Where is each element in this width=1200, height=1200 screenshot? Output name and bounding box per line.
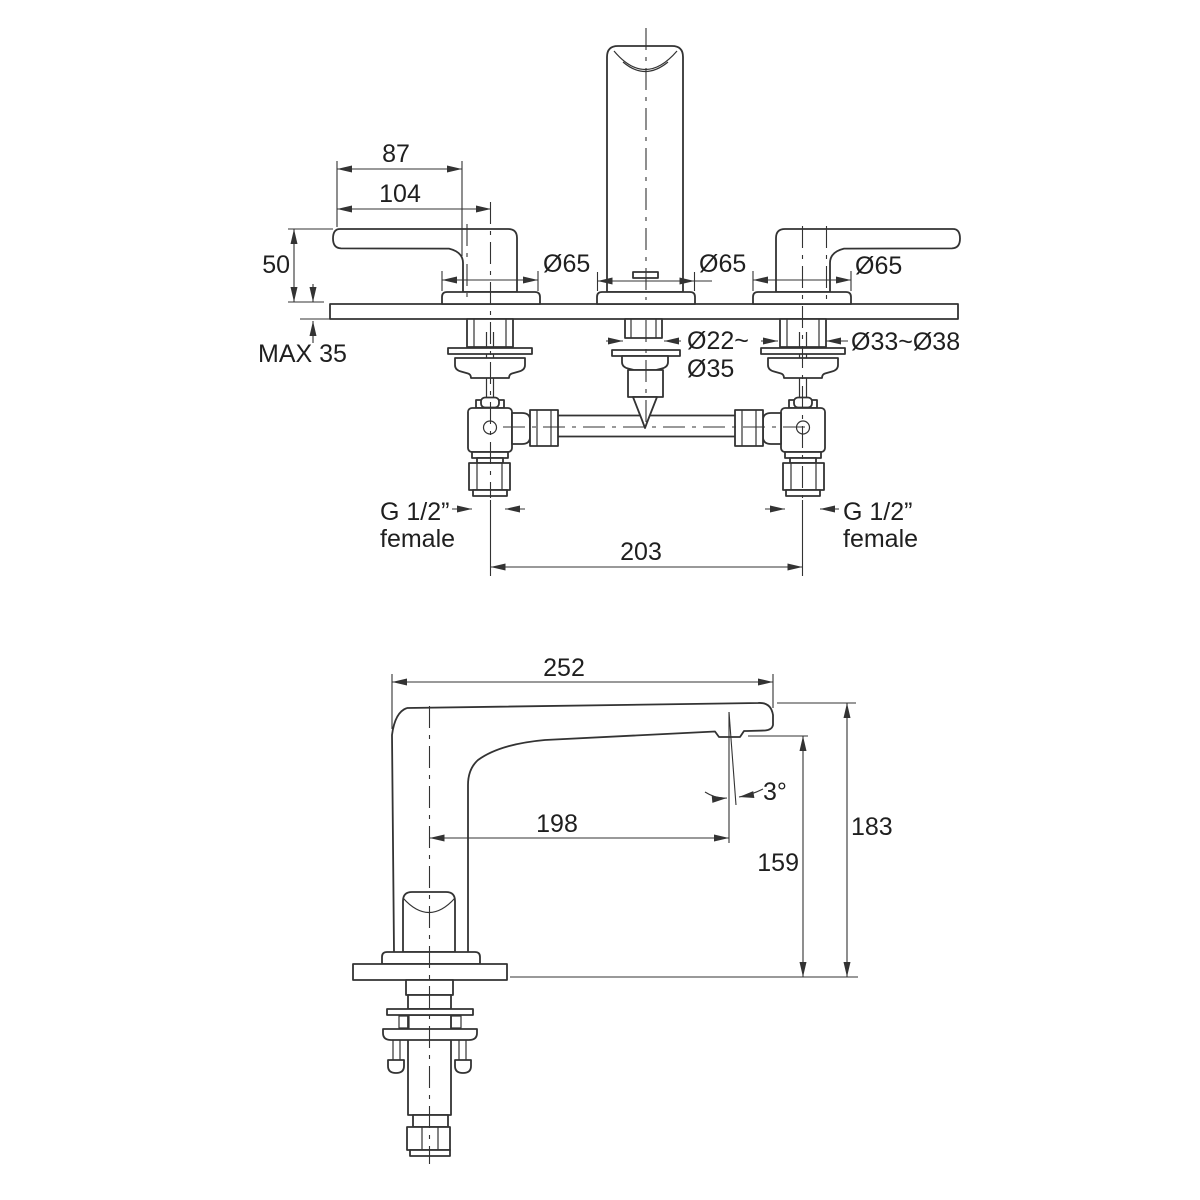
hole-center-label-1: Ø22~ xyxy=(687,327,749,355)
dim-203-label: 203 xyxy=(620,538,662,566)
dim-104-label: 104 xyxy=(379,180,421,208)
dia-left-label: Ø65 xyxy=(543,250,590,278)
dim-max35-label: MAX 35 xyxy=(258,340,347,368)
dim-159-label: 159 xyxy=(757,849,799,877)
dim-183-label: 183 xyxy=(851,813,893,841)
spout-profile xyxy=(391,702,774,953)
dim-angle-label: 3° xyxy=(763,778,787,806)
deck-plate xyxy=(329,303,959,320)
spout-column xyxy=(596,45,696,305)
left-valve-stack xyxy=(447,318,559,497)
side-view xyxy=(352,702,858,1164)
thread-right-label-2: female xyxy=(843,525,918,553)
outlet-angle-line xyxy=(728,711,737,806)
dim-87-label: 87 xyxy=(382,140,410,168)
front-view xyxy=(329,28,961,498)
right-valve-stack xyxy=(734,318,846,497)
hole-center-label-2: Ø35 xyxy=(687,355,734,383)
side-escutcheon xyxy=(381,951,481,965)
side-view-dimensions: 252 3° 198 159 183 xyxy=(391,654,893,977)
thread-left-label-2: female xyxy=(380,525,455,553)
dia-center-label: Ø65 xyxy=(699,250,746,278)
left-handle xyxy=(332,228,541,305)
dim-252-label: 252 xyxy=(543,654,585,682)
front-view-dimensions: 87 104 50 MAX 35 Ø65 Ø65 Ø65 Ø22~ Ø35 Ø xyxy=(258,140,960,576)
thread-right-label-1: G 1/2” xyxy=(843,498,912,526)
dia-right-label: Ø65 xyxy=(855,252,902,280)
thread-left-label-1: G 1/2” xyxy=(380,498,449,526)
dim-198-label: 198 xyxy=(536,810,578,838)
dim-50-label: 50 xyxy=(262,251,290,279)
hole-side-label: Ø33~Ø38 xyxy=(851,328,960,356)
